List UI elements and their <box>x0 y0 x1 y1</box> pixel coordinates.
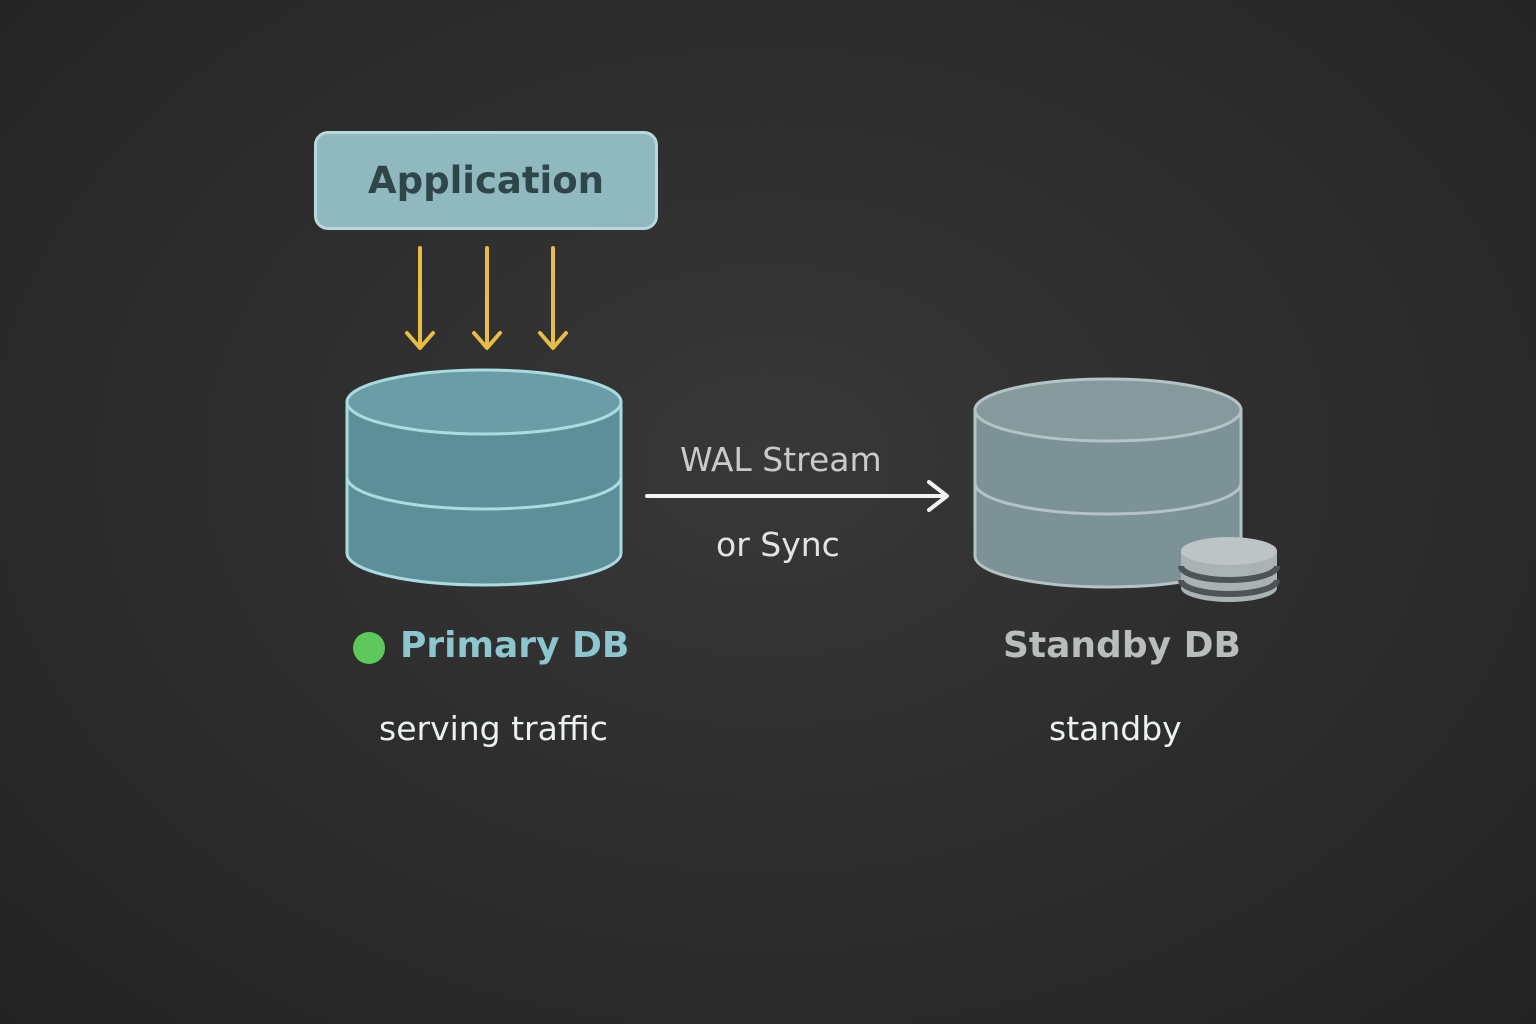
primary-db-title: Primary DB <box>400 625 630 666</box>
standby-db-status: standby <box>1049 709 1182 748</box>
stream-label-top: WAL Stream <box>680 440 882 479</box>
request-arrows <box>405 246 568 350</box>
stream-arrow <box>645 480 949 512</box>
request-arrow-middle <box>472 246 502 350</box>
primary-db-cylinder-icon <box>345 368 623 587</box>
application-box: Application <box>314 131 658 230</box>
request-arrow-left <box>405 246 435 350</box>
request-arrow-right <box>538 246 568 350</box>
primary-status-dot <box>353 632 385 664</box>
stream-label-bottom: or Sync <box>716 525 840 564</box>
standby-db-title: Standby DB <box>1003 625 1241 666</box>
application-label: Application <box>367 159 604 202</box>
primary-db-status: serving traffic <box>379 709 608 748</box>
database-stack-icon <box>1178 537 1280 602</box>
